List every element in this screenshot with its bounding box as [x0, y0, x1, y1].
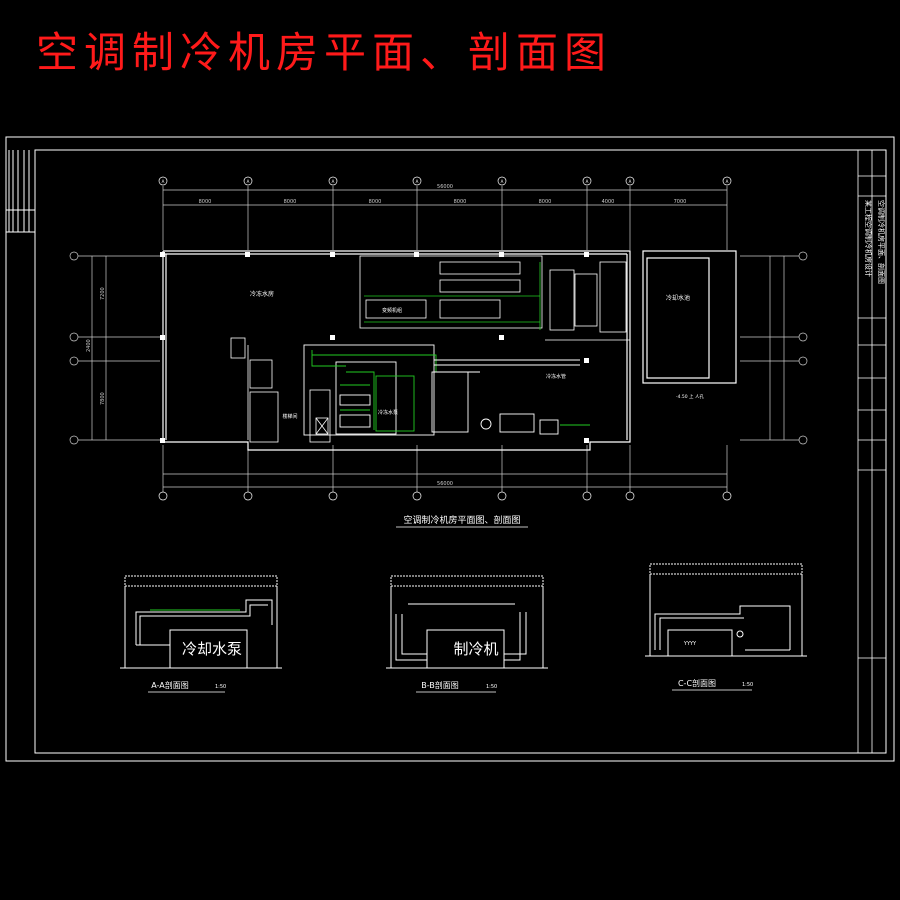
plan-caption: 空调制冷机房平面图、剖面图 [403, 514, 520, 526]
bay-dim: 8000 [369, 199, 382, 205]
bay-dim: 8000 [284, 199, 297, 205]
axis-label: A [501, 179, 504, 184]
axis-label: A [162, 179, 165, 184]
chiller-room-equipment [303, 344, 590, 436]
plan-note: -4.50 上 人孔 [676, 393, 705, 400]
section-c-c [645, 563, 807, 657]
bay-dim: 4000 [602, 199, 615, 205]
section-a-a [120, 575, 282, 669]
section-a-equipment: 冷却水泵 [182, 640, 242, 658]
axis-bubbles-bottom [158, 491, 732, 501]
section-c-scale: 1:50 [742, 682, 753, 688]
overall-dim-top: 56000 [437, 184, 453, 190]
bay-dims-top: 8000 8000 8000 8000 8000 4000 7000 [199, 199, 687, 205]
left-row-axes [69, 251, 160, 445]
section-b-b [386, 575, 548, 669]
right-row-axes [740, 251, 808, 445]
corridor-label: 冷冻水管 [546, 373, 566, 380]
overall-dim-bottom: 56000 [437, 481, 453, 487]
axis-label: A [332, 179, 335, 184]
floor-plan: 56000 8000 8000 8000 8000 8000 4000 7000… [69, 176, 808, 528]
bay-dim: 8000 [539, 199, 552, 205]
section-c-caption: C-C剖面图 [678, 678, 716, 688]
bottom-dimension-chain [162, 445, 728, 492]
axis-label: A [416, 179, 419, 184]
title-block-drawing: 空调制冷机房平面、剖面图 [877, 200, 886, 284]
top-dimension-chain [162, 186, 728, 250]
axis-label: A [726, 179, 729, 184]
bay-dim: 8000 [199, 199, 212, 205]
section-b-caption: B-B剖面图 [421, 680, 459, 690]
section-c-equipment: YYYY [683, 641, 697, 647]
section-a-caption: A-A剖面图 [151, 680, 188, 690]
title-block [857, 150, 886, 753]
axis-label: A [247, 179, 250, 184]
row-dim: 7800 [100, 392, 106, 405]
room-left-label: 冷冻水房 [250, 290, 274, 298]
top-equipment [359, 255, 630, 341]
row-dim: 7200 [100, 287, 106, 300]
drawing-title: 空调制冷机房平面、剖面图 [36, 28, 613, 77]
left-room [230, 337, 331, 443]
row-dim: 2400 [86, 339, 92, 352]
equipment-label: 变频机组 [382, 307, 402, 314]
building-outline [162, 250, 737, 451]
right-block-label: 冷却水池 [666, 294, 690, 302]
stair-label: 楼梯间 [282, 413, 297, 420]
section-b-equipment: 制冷机 [453, 640, 498, 658]
section-a-scale: 1:50 [215, 684, 226, 690]
bay-dim: 7000 [674, 199, 687, 205]
middle-room-label: 冷冻水泵 [378, 409, 398, 416]
axis-bubbles-top [158, 176, 732, 186]
section-b-scale: 1:50 [486, 684, 497, 690]
axis-label: A [629, 179, 632, 184]
axis-label: A [586, 179, 589, 184]
bay-dim: 8000 [454, 199, 467, 205]
sheet-frame [5, 136, 895, 762]
title-block-project: 某工程空调制冷机房设计 [864, 200, 873, 277]
columns [160, 252, 589, 443]
